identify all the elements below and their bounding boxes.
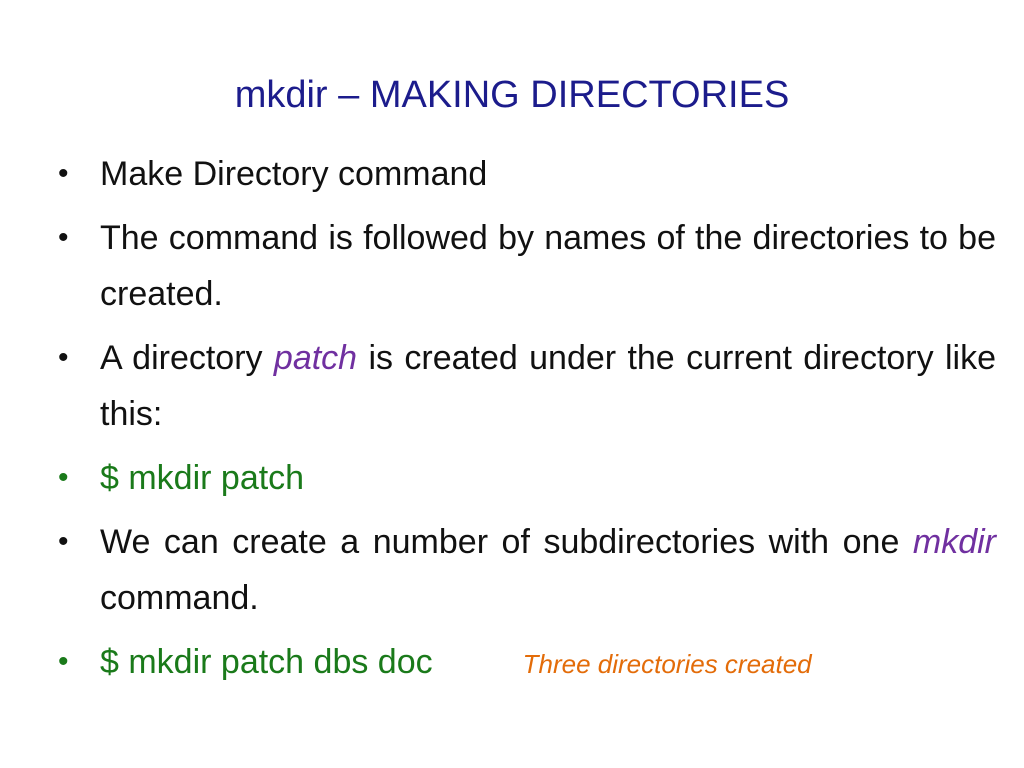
bullet-text-after: is created under the current directory l… xyxy=(100,339,996,433)
bullet-item: Make Directory command xyxy=(56,146,996,202)
bullet-text-before: We can create a number of subdirectories… xyxy=(100,523,913,561)
bullet-text: Make Directory command xyxy=(100,155,488,193)
bullet-list: Make Directory command The command is fo… xyxy=(56,146,996,700)
bullet-text-before: A directory xyxy=(100,339,274,377)
bullet-text: The command is followed by names of the … xyxy=(100,219,996,313)
command-text: $ mkdir patch xyxy=(100,459,305,497)
bullet-item: We can create a number of subdirectories… xyxy=(56,514,996,626)
emphasis-mkdir: mkdir xyxy=(912,523,996,561)
emphasis-patch: patch xyxy=(273,339,358,377)
bullet-text-after: command. xyxy=(100,579,259,617)
command-example: $ mkdir patch dbs doc Three directories c… xyxy=(56,634,996,692)
slide-title: mkdir – MAKING DIRECTORIES xyxy=(234,74,790,116)
command-example: $ mkdir patch xyxy=(56,450,996,506)
annotation-note: Three directories created xyxy=(522,649,812,679)
bullet-item: A directory patch is created under the c… xyxy=(56,330,996,442)
bullet-item: The command is followed by names of the … xyxy=(56,210,996,322)
command-text: $ mkdir patch dbs doc xyxy=(100,643,433,681)
